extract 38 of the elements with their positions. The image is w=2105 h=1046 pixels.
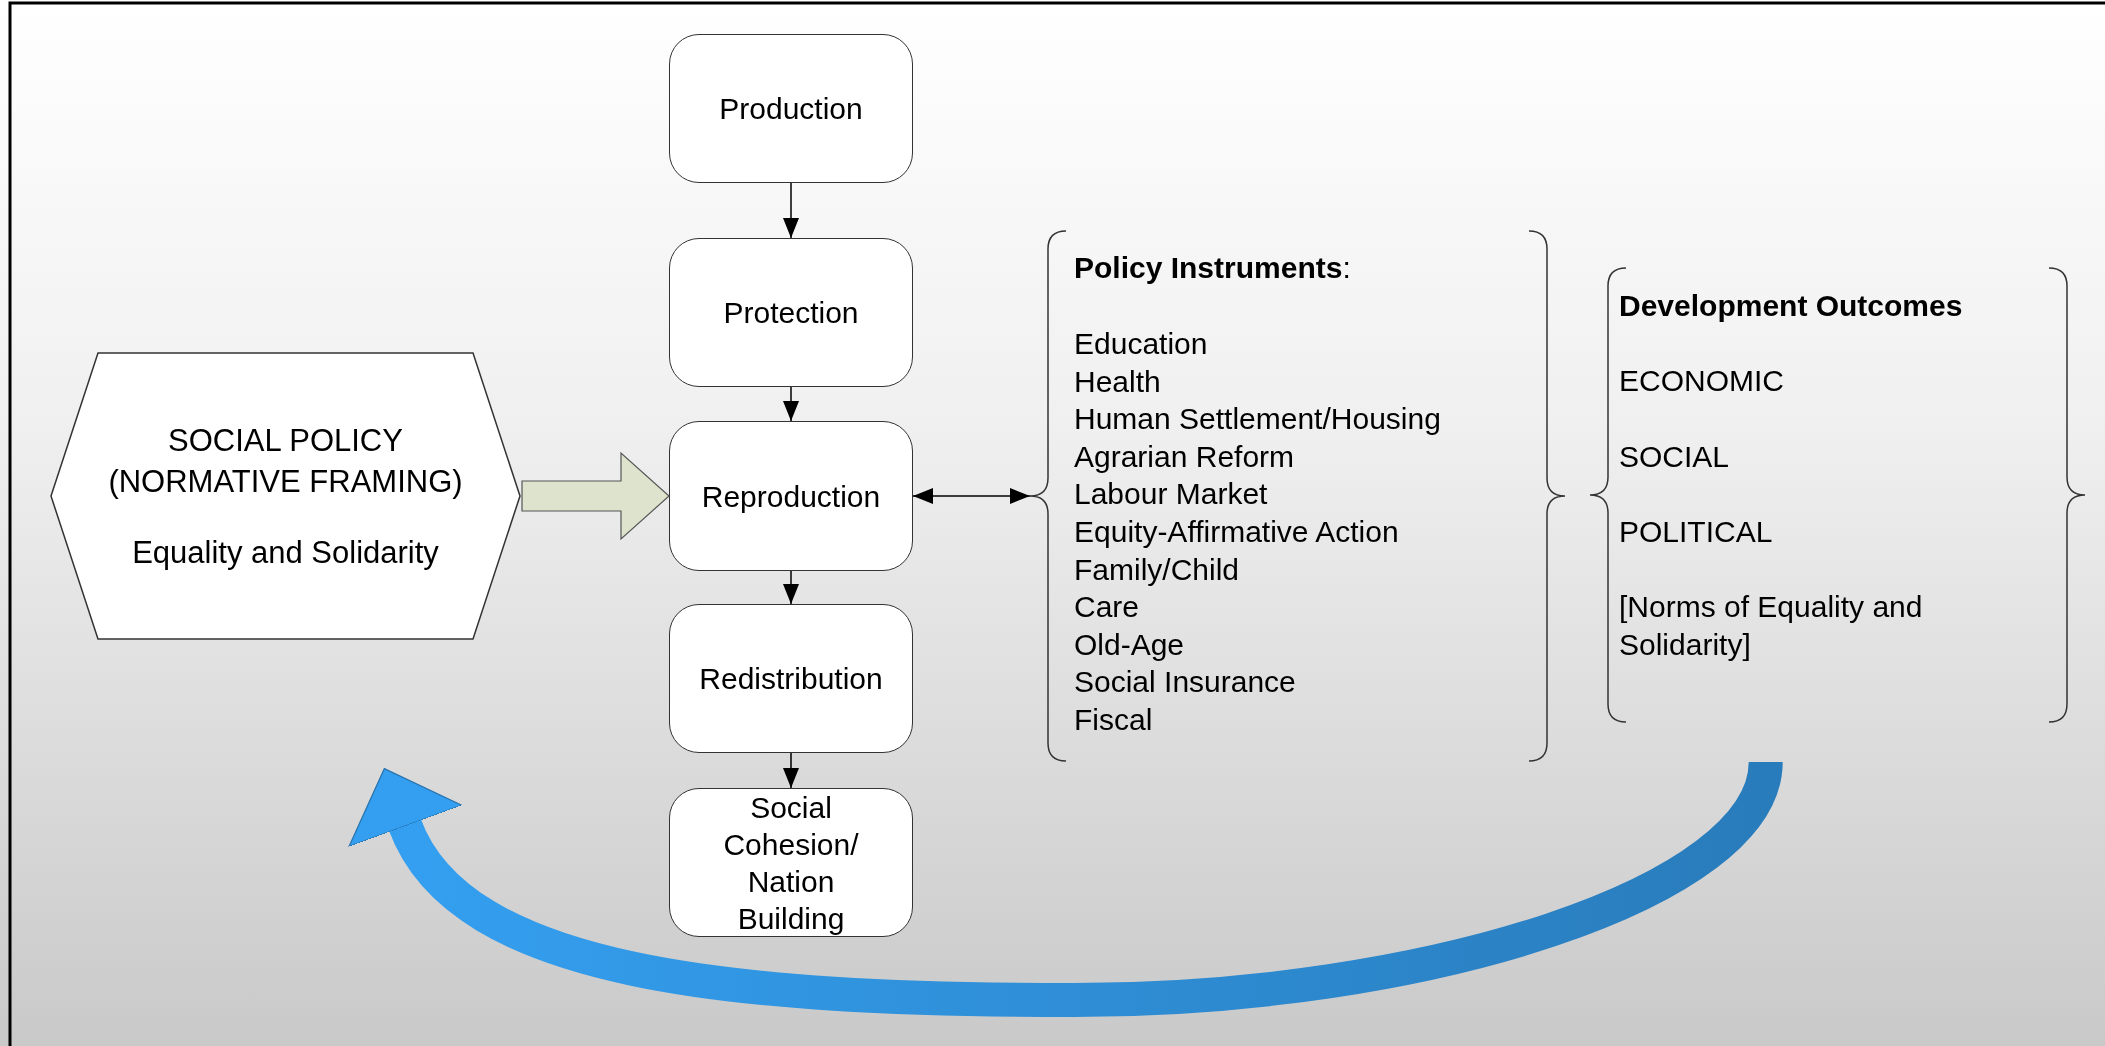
heading-text: Development Outcomes [1619, 288, 1963, 324]
list-item: Health [1074, 363, 1161, 400]
heading-text: Policy Instruments: [1074, 250, 1351, 286]
subheading-text: Equality and Solidarity [131, 534, 440, 572]
list-item: Old-Age [1074, 626, 1185, 663]
arrow [783, 752, 799, 789]
arrow [912, 488, 1031, 504]
list-item: Care [1074, 589, 1140, 626]
heading-text: SOCIAL POLICY (NORMATIVE FRAMING) [107, 422, 464, 501]
outcome-text: SOCIAL [1619, 438, 1731, 475]
arrow [783, 386, 799, 422]
list-item: Agrarian Reform [1074, 438, 1295, 475]
process-box [669, 788, 913, 937]
list-item: Equity-Affirmative Action [1074, 514, 1399, 550]
list-item: Family/Child [1074, 551, 1240, 588]
outcome-text: [Norms of Equality and Solidarity] [1619, 589, 1924, 663]
list-item: Social Insurance [1074, 664, 1296, 701]
arrow [783, 570, 799, 605]
list-item: Fiscal [1074, 702, 1153, 738]
bracket-group [1590, 268, 2085, 722]
box-label: Social Cohesion/ Nation Building [722, 789, 860, 937]
list-item: Labour Market [1074, 476, 1268, 513]
process-box [669, 421, 913, 571]
box-label: Reproduction [701, 478, 881, 515]
process-box [669, 604, 913, 753]
outcome-text: POLITICAL [1619, 513, 1774, 550]
arrow [783, 182, 799, 239]
process-box [669, 34, 913, 183]
block-arrow [521, 451, 670, 541]
box-label: Protection [723, 295, 859, 331]
process-box [669, 238, 913, 387]
outcome-text: ECONOMIC [1619, 363, 1785, 400]
bracket-group [1030, 231, 1565, 761]
box-label: Production [719, 91, 863, 127]
list-item: Education [1074, 326, 1208, 362]
box-label: Redistribution [699, 661, 883, 697]
list-item: Human Settlement/Housing [1074, 401, 1441, 438]
hexagon-shape [50, 352, 521, 640]
